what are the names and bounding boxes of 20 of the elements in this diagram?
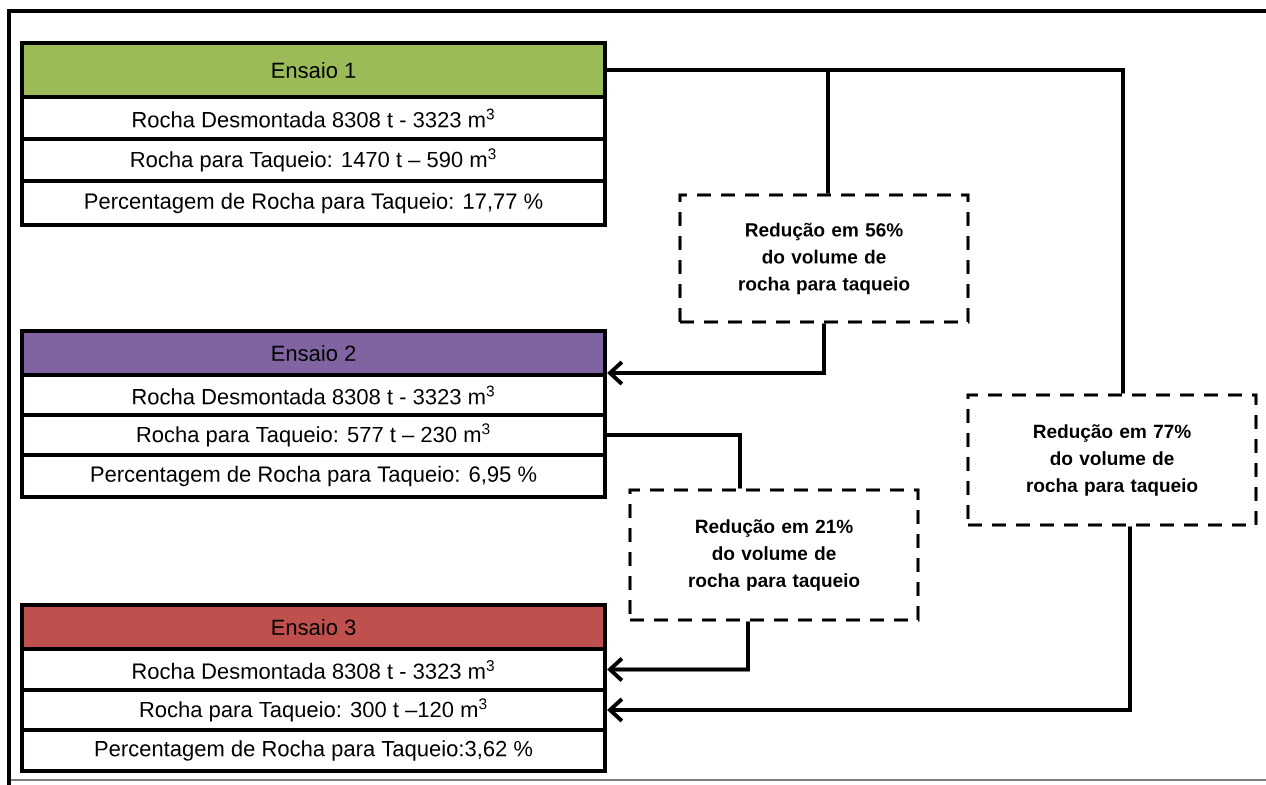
data-row-box: Rocha para Taqueio: 300 t –120 m$^{3}$ [20,688,607,732]
note-box: Redução em 21% do volume de rocha para taqueio [628,488,920,622]
note-box: Redução em 56% do volume de rocha para taqueio [678,193,970,324]
connector [607,433,742,489]
data-row-box: Rocha para Taqueio: 1470 t – 590 m$^{3}$ [20,137,607,183]
data-row-box: Rocha Desmontada 8308 t - 3323 m$^{3}$ [20,647,607,692]
note-box: Redução em 77% do volume de rocha para taqueio [966,393,1258,527]
connector [607,526,1132,723]
data-row-box: Rocha Desmontada 8308 t - 3323 m$^{3}$ [20,373,607,417]
connector [607,621,750,682]
data-row-box: Rocha para Taqueio: 577 t – 230 m$^{3}$ [20,413,607,457]
data-row-box: Percentagem de Rocha para Taqueio:3,62 % [20,728,607,773]
header-box: Ensaio 1 [20,41,607,99]
connector [607,323,826,386]
data-row-box: Percentagem de Rocha para Taqueio: 17,77 % [20,179,607,227]
data-row-box: Rocha Desmontada 8308 t - 3323 m$^{3}$ [20,95,607,141]
header-box: Ensaio 3 [20,603,607,651]
header-box: Ensaio 2 [20,329,607,377]
data-row-box: Percentagem de Rocha para Taqueio: 6,95 % [20,453,607,499]
connector [607,68,1125,394]
